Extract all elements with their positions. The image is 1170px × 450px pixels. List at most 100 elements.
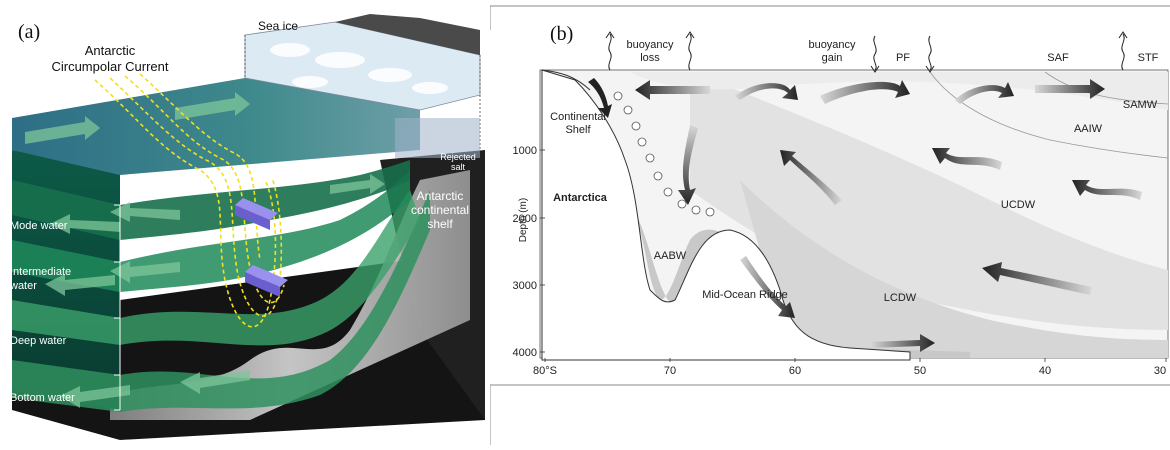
panel-b-tag: (b) [550, 23, 573, 45]
aaiw-label: AAIW [1074, 123, 1103, 135]
deep-water-label: Deep water [10, 335, 67, 347]
buoyancy-gain-label: gain [822, 52, 843, 64]
plume-bubble [705, 207, 715, 217]
surface-layer [630, 72, 1168, 110]
buoyancy-loss-label: loss [640, 52, 660, 64]
flow-arrow [175, 92, 250, 120]
acc-label: Circumpolar Current [51, 59, 168, 74]
flow-arrow [25, 116, 100, 144]
shelf-arrow [588, 78, 612, 118]
downslope-arrow [678, 125, 698, 205]
plume-bubble [637, 137, 647, 147]
shelf-label: shelf [427, 217, 453, 231]
stf-label: STF [1138, 52, 1159, 64]
flow-arrow [45, 274, 115, 296]
flow-arrow [110, 202, 180, 222]
plume-bubble [623, 105, 633, 115]
sea-ice-texture [270, 43, 448, 94]
buoyancy-loss-arrow [608, 33, 612, 71]
y-tick-label: 1000 [513, 145, 537, 157]
intermediate-water-layer [12, 170, 410, 292]
lcdw-region [740, 180, 1168, 358]
arrow-head [870, 65, 880, 73]
ice-floe [315, 52, 365, 68]
continental-shelf-label: Shelf [565, 124, 591, 136]
plume-bubble [645, 153, 655, 163]
saf-label: SAF [1047, 52, 1069, 64]
buoyancy-loss-arrow [688, 33, 692, 71]
pf-label: PF [896, 52, 910, 64]
lcdw-label: LCDW [884, 292, 917, 304]
mode-water-label: Mode water [10, 220, 68, 232]
acc-path [139, 73, 261, 261]
plume-bubble [691, 205, 701, 215]
shelf-label: continental [411, 203, 469, 217]
x-tick-label: 80°S [533, 365, 557, 377]
shelf-label: Antarctic [417, 189, 464, 203]
layer-brackets [114, 204, 121, 411]
surface-arrow-east [1035, 79, 1105, 99]
aaiw-arrow [932, 148, 1002, 170]
surface-arrow-east [955, 82, 1014, 104]
block-arrow [245, 265, 288, 287]
x-tick-label: 70 [664, 365, 676, 377]
plume-bubble [677, 199, 687, 209]
block-arrow [235, 205, 270, 230]
upwelling-arrows [235, 198, 288, 297]
descending-plume [613, 91, 715, 217]
panel-b-section-diagram: (b) buoyancy loss buoyancy gain PF SAF S… [489, 0, 1170, 445]
x-tick-label: 50 [914, 365, 926, 377]
ice-floe [292, 76, 328, 88]
flow-arrow [110, 261, 180, 283]
stf-flux-arrow [1121, 33, 1125, 71]
surface-flux-arrows [605, 31, 1128, 73]
intermediate-water-label: water [9, 280, 37, 292]
plume-bubble [653, 171, 663, 181]
rejected-salt-label: Rejected [440, 152, 476, 162]
ice-shelf-rock [335, 14, 480, 55]
acc-path [94, 79, 277, 328]
buoyancy-gain-arrow [928, 35, 932, 71]
mid-ocean-ridge-label: Mid-Ocean Ridge [702, 289, 788, 301]
block-arrow [235, 198, 278, 220]
flow-arrows [25, 92, 385, 408]
x-tick-label: 30 [1154, 365, 1166, 377]
bottom-water-layer [12, 190, 430, 412]
ridge-arrow [740, 256, 795, 318]
y-axis-label: Depth (m) [518, 198, 529, 242]
arrow-head [1118, 31, 1128, 39]
surface-arrow-east [735, 83, 798, 100]
plume-bubble [663, 187, 673, 197]
arrow-head [925, 65, 935, 73]
surface-arrow-east [820, 80, 910, 104]
bottom-water-label: Bottom water [10, 392, 75, 404]
arrow-head [605, 31, 615, 39]
panel-a-tag: (a) [18, 21, 40, 43]
bottom-arrow [870, 334, 935, 352]
shelf-edge [541, 69, 591, 91]
samw-label: SAMW [1123, 99, 1158, 111]
saf-front-line [929, 71, 1169, 159]
buoyancy-gain-label: buoyancy [808, 39, 856, 51]
y-axis-ticks [540, 149, 545, 353]
aabw-label: AABW [654, 250, 687, 262]
ice-floe [270, 43, 310, 57]
rejected-salt-label: salt [451, 162, 466, 172]
aaiw-arrow [1072, 180, 1142, 200]
x-tick-label: 60 [789, 365, 801, 377]
x-tick-label: 40 [1039, 365, 1051, 377]
surface-arrow-west [635, 80, 710, 100]
ucdw-label: UCDW [1001, 199, 1036, 211]
ice-floe [412, 82, 448, 94]
flow-arrows [588, 78, 1142, 352]
y-tick-label: 4000 [513, 347, 537, 359]
flow-arrow [60, 385, 130, 408]
sea-floor [110, 170, 470, 420]
x-axis-ticks [544, 358, 1167, 362]
intermediate-water-label: Intermediate [10, 266, 71, 278]
acc-path [109, 77, 283, 317]
mode-water-layer [12, 160, 410, 240]
deep-water-layer [12, 190, 420, 346]
plume-bubble [613, 91, 623, 101]
flow-arrow [330, 174, 385, 194]
